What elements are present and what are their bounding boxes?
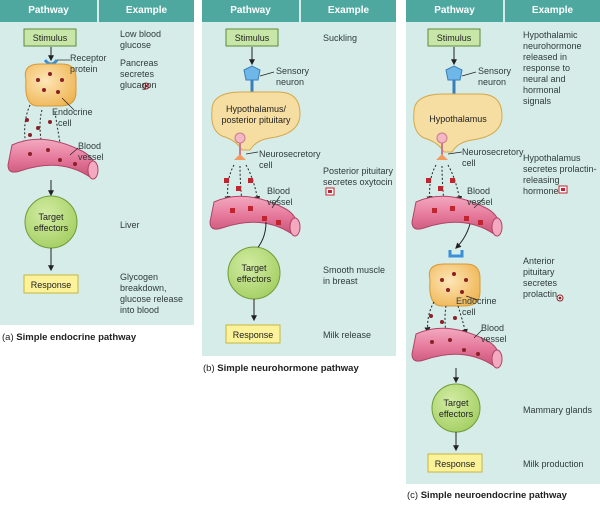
pathway-header-c: Pathway	[406, 0, 503, 22]
caption-letter-a: (a)	[2, 332, 14, 343]
pathway-header-b: Pathway	[202, 0, 299, 22]
caption-text-c: Simple neuroendocrine pathway	[420, 490, 567, 501]
endocrine-cell-a	[24, 63, 77, 107]
response-box-b	[225, 324, 281, 344]
caption-letter-b: (b)	[203, 363, 215, 374]
target-text-a-2: effectors	[34, 223, 69, 233]
hypothalamus-label-b-2: posterior pituitary	[221, 115, 291, 125]
stimulus-box-b	[225, 28, 279, 47]
response-box-c	[427, 453, 483, 473]
response-box-a	[23, 274, 79, 294]
hypothalamus-label-c: Hypothalamus	[429, 114, 487, 124]
caption-c: (c) Simple neuroendocrine pathway	[407, 490, 567, 502]
target-text-b-2: effectors	[237, 274, 272, 284]
stimulus-text-b: Stimulus	[235, 33, 270, 43]
caption-letter-c: (c)	[407, 490, 419, 501]
stimulus-text-c: Stimulus	[437, 33, 472, 43]
target-text-a-1: Target	[38, 212, 64, 222]
example-response-b: Milk release	[323, 330, 372, 340]
example-response-c: Milk production	[523, 459, 584, 469]
target-text-c-2: effectors	[439, 409, 474, 419]
example-header-a: Example	[99, 0, 194, 22]
stimulus-box-a	[23, 28, 77, 47]
example-header-c: Example	[505, 0, 600, 22]
stimulus-box-c	[427, 28, 481, 47]
receptor-protein-c	[448, 250, 464, 258]
pathway-header-a: Pathway	[0, 0, 97, 22]
target-effectors-a	[24, 195, 78, 249]
target-text-b-1: Target	[241, 263, 267, 273]
endocrine-cell-c	[428, 263, 481, 307]
example-target-a: Liver	[120, 220, 140, 230]
response-text-c: Response	[435, 459, 476, 469]
caption-text-a: Simple endocrine pathway	[16, 332, 137, 343]
caption-text-b: Simple neurohormone pathway	[217, 363, 359, 374]
example-target-c: Mammary glands	[523, 405, 593, 415]
example-header-b: Example	[301, 0, 396, 22]
target-text-c-1: Target	[443, 398, 469, 408]
caption-b: (b) Simple neurohormone pathway	[203, 363, 359, 375]
example-stimulus-b: Suckling	[323, 33, 358, 43]
stimulus-text-a: Stimulus	[33, 33, 68, 43]
hypothalamus-c	[413, 93, 503, 153]
target-effectors-b	[227, 246, 281, 300]
hypothalamus-label-b-1: Hypothalamus/	[226, 104, 287, 114]
target-effectors-c	[431, 383, 481, 433]
panel-neurohormone	[202, 0, 396, 356]
caption-a: (a) Simple endocrine pathway	[2, 332, 136, 344]
response-text-b: Response	[233, 330, 274, 340]
response-text-a: Response	[31, 280, 72, 290]
hypothalamus-b	[211, 91, 301, 151]
receptor-protein-a	[43, 59, 59, 66]
